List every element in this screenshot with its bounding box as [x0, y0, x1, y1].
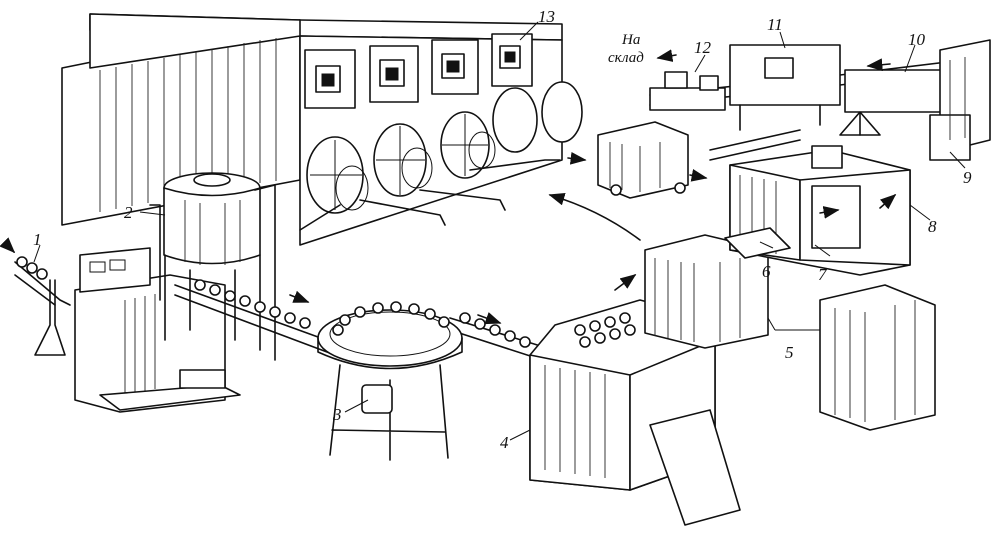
- label-9: 9: [963, 168, 972, 187]
- callout-labels: 1 2 3 4 5 6 7 8 9 10 11 12 13 На склад: [33, 7, 972, 452]
- label-12: 12: [694, 38, 712, 57]
- label-11: 11: [767, 15, 783, 34]
- rotary-table: [317, 301, 463, 461]
- jar-conveyor: [14, 256, 561, 365]
- crates: [597, 121, 936, 431]
- packing-line: [649, 39, 991, 161]
- destination-label-line2: склад: [608, 50, 644, 66]
- label-2: 2: [124, 203, 133, 222]
- label-10: 10: [908, 30, 926, 49]
- labeling-unit: [709, 111, 911, 276]
- label-13: 13: [538, 7, 555, 26]
- leader-lines: [33, 21, 966, 441]
- label-4: 4: [500, 433, 509, 452]
- destination-label-line1: На: [621, 32, 640, 48]
- sterilizer-unit: [61, 13, 583, 246]
- label-6: 6: [762, 262, 771, 281]
- control-panels: [304, 33, 533, 109]
- label-3: 3: [332, 405, 342, 424]
- filling-machine: [34, 172, 276, 413]
- label-8: 8: [928, 217, 937, 236]
- label-1: 1: [33, 230, 42, 249]
- label-5: 5: [785, 343, 794, 362]
- crate-loader: [529, 299, 741, 526]
- label-7: 7: [818, 265, 828, 284]
- wheel-doors: [299, 81, 583, 231]
- flow-arrows: [0, 49, 897, 325]
